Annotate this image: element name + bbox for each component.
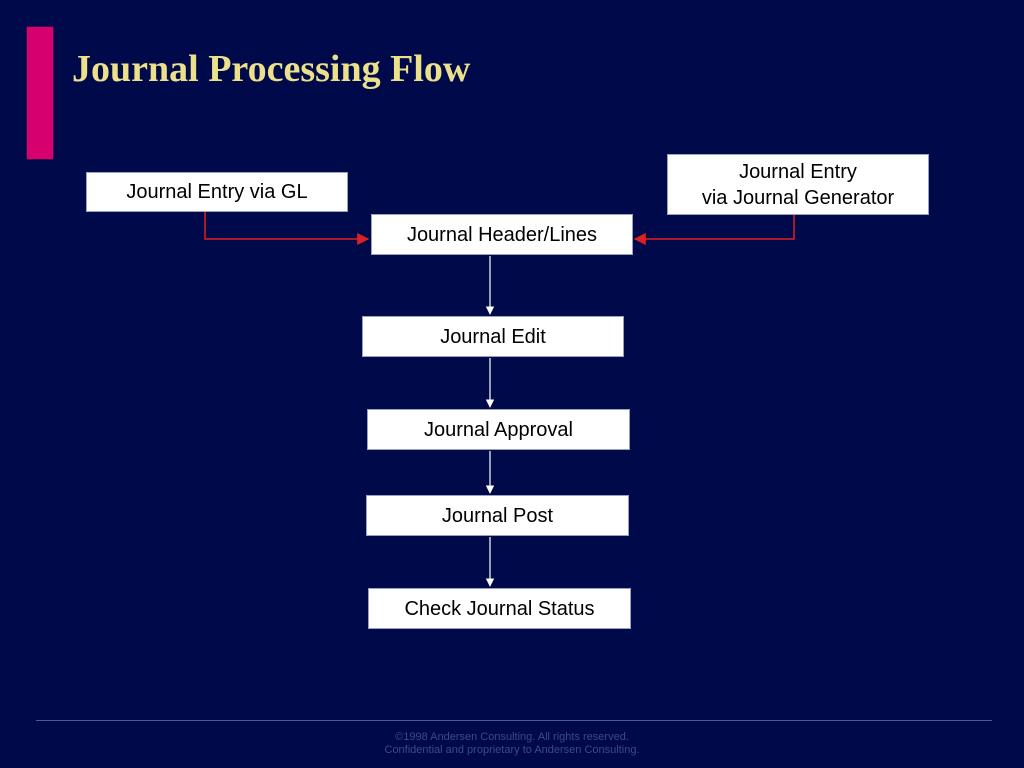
footer-confidential: Confidential and proprietary to Andersen… (384, 744, 640, 756)
node-journal-edit: Journal Edit (362, 316, 624, 357)
edge-entry-generator-to-header (633, 215, 795, 245)
node-journal-entry-gl: Journal Entry via GL (86, 172, 348, 212)
edge-entry-gl-to-header (204, 212, 370, 245)
footer-copyright: ©1998 Andersen Consulting. All rights re… (395, 731, 629, 743)
node-journal-entry-generator: Journal Entry via Journal Generator (667, 154, 929, 215)
node-journal-post: Journal Post (366, 495, 629, 536)
node-check-journal-status: Check Journal Status (368, 588, 631, 629)
node-journal-approval: Journal Approval (367, 409, 630, 450)
node-journal-header-lines: Journal Header/Lines (371, 214, 633, 255)
footer-divider (36, 720, 992, 721)
accent-bar (26, 26, 54, 160)
slide-title: Journal Processing Flow (72, 48, 471, 90)
